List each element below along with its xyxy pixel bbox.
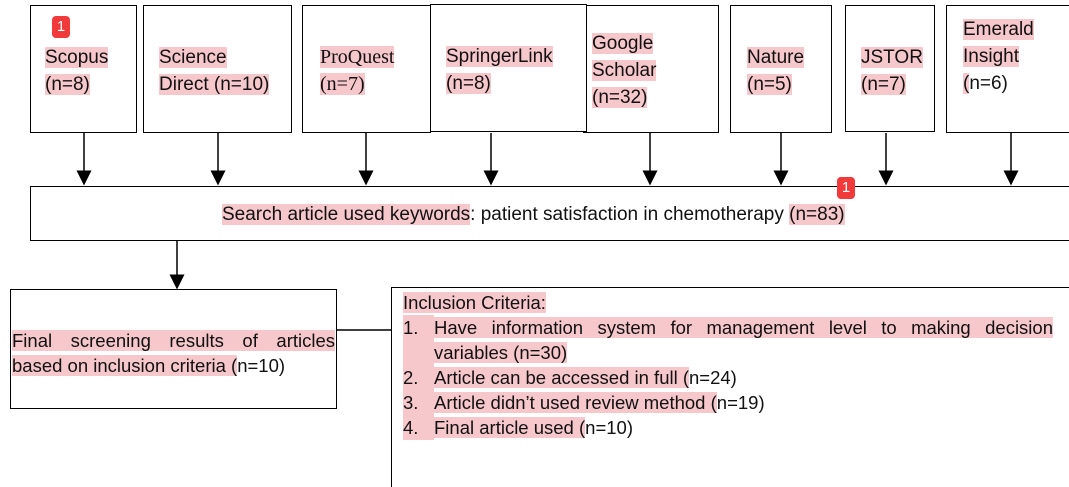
criteria-number: 2.: [403, 365, 434, 390]
search-keywords-box: 1 Search article used keywords: patient …: [30, 177, 1069, 241]
source-count: n=6): [969, 73, 1008, 94]
source-box-proquest: ProQuest (n=7): [302, 5, 431, 133]
annotation-badge: 1: [52, 16, 70, 38]
source-count: (n=8): [446, 73, 491, 94]
criteria-text-cont: variables (n=30): [434, 342, 568, 363]
source-name-line2: Scholar: [592, 60, 657, 81]
criteria-text: Final article used (: [434, 417, 586, 438]
source-box-springerlink: SpringerLink (n=8): [430, 4, 587, 132]
criteria-item: 1. Have information system for managemen…: [403, 315, 1053, 365]
final-screening-box: Final screening results of articles base…: [10, 289, 337, 409]
source-name: Science: [159, 47, 227, 68]
source-name: Google: [592, 33, 654, 54]
source-count: (n=7): [861, 74, 906, 95]
criteria-item: 2. Article can be accessed in full (n=24…: [403, 365, 1053, 390]
criteria-text: Article can be accessed in full (: [434, 367, 690, 388]
source-name: ProQuest: [320, 46, 395, 68]
criteria-count: n=10): [585, 417, 633, 438]
source-count: (n=32): [592, 87, 648, 108]
inclusion-criteria-box: Inclusion Criteria: 1. Have information …: [391, 287, 1069, 487]
criteria-title: Inclusion Criteria:: [403, 292, 546, 313]
source-box-emerald: Emerald Insight (n=6): [946, 5, 1069, 133]
source-count-paren: (: [963, 73, 970, 94]
criteria-text: Have information system for management l…: [434, 317, 1053, 338]
source-count: (n=8): [45, 74, 90, 95]
criteria-text: Article didn’t used review method (: [434, 392, 717, 413]
source-box-scopus: 1 Scopus (n=8): [30, 5, 137, 133]
final-count: n=10): [237, 355, 286, 376]
criteria-count: n=19): [716, 392, 765, 413]
annotation-badge: 1: [837, 177, 855, 199]
search-count-paren: (: [789, 204, 796, 225]
source-box-jstor: JSTOR (n=7): [845, 5, 935, 132]
source-count: Direct (n=10): [159, 74, 270, 95]
source-name-line2: Insight: [963, 46, 1019, 67]
criteria-number: 3.: [403, 390, 434, 415]
source-box-googlescholar: Google Scholar (n=32): [583, 5, 719, 133]
criteria-number: 1.: [403, 315, 434, 365]
source-count: (n=5): [747, 74, 792, 95]
criteria-number: 4.: [403, 415, 434, 440]
source-name: SpringerLink: [446, 46, 553, 67]
criteria-item: 4. Final article used (n=10): [403, 415, 1053, 440]
final-line2: based on inclusion criteria (: [12, 355, 238, 376]
source-count: (n=7): [320, 73, 365, 95]
source-name: Emerald: [963, 19, 1034, 40]
source-name: Scopus: [45, 47, 109, 68]
search-keywords: : patient satisfaction in chemotherapy: [470, 204, 790, 225]
criteria-count: n=24): [689, 367, 737, 388]
search-label: Search article used keywords: [222, 204, 471, 225]
search-count: n=83): [795, 204, 845, 225]
source-box-sciencedirect: Science Direct (n=10): [143, 5, 292, 133]
source-name: Nature: [747, 47, 805, 68]
source-box-nature: Nature (n=5): [730, 5, 832, 133]
source-name: JSTOR: [861, 47, 923, 68]
criteria-item: 3. Article didn’t used review method (n=…: [403, 390, 1053, 415]
final-line1: Final screening results of articles: [12, 330, 335, 351]
